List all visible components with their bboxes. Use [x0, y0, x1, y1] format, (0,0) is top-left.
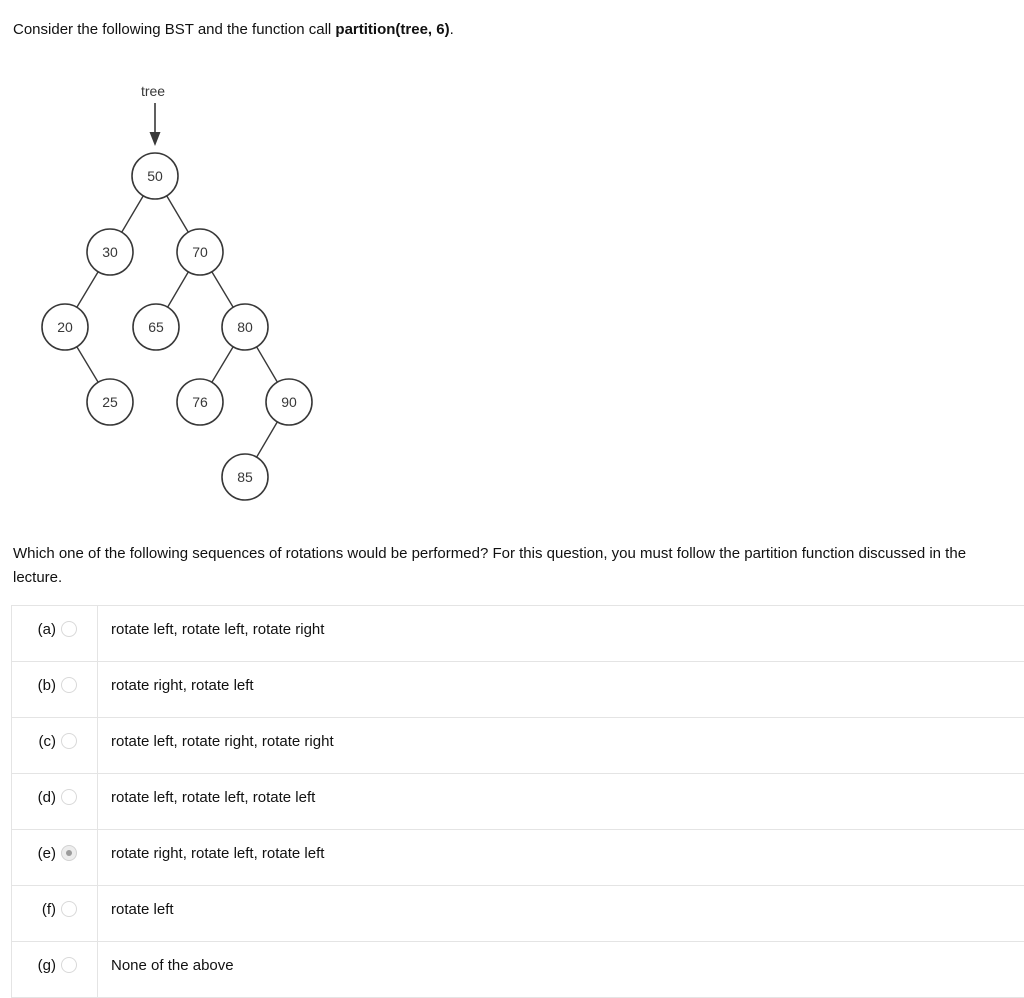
tree-node-50: 50 — [131, 152, 179, 200]
tree-node-value: 85 — [237, 469, 253, 485]
tree-pointer-arrowhead — [149, 132, 161, 146]
option-radio-a[interactable] — [61, 621, 77, 637]
tree-node-90: 90 — [265, 378, 313, 426]
option-radio-e[interactable] — [61, 845, 77, 861]
option-row-b[interactable]: (b) rotate right, rotate left — [11, 662, 1024, 718]
tree-node-circle — [221, 303, 269, 351]
option-radio-d[interactable] — [61, 789, 77, 805]
option-label-cell: (b) — [12, 662, 98, 717]
tree-node-circle — [41, 303, 89, 351]
options-table: (a) rotate left, rotate left, rotate righ… — [11, 605, 1024, 998]
tree-node-value: 80 — [237, 319, 253, 335]
tree-node-value: 90 — [281, 394, 297, 410]
tree-node-circle — [265, 378, 313, 426]
tree-node-value: 50 — [147, 168, 163, 184]
tree-node-value: 76 — [192, 394, 208, 410]
tree-node-circle — [176, 228, 224, 276]
tree-node-20: 20 — [41, 303, 89, 351]
function-call-bold: partition(tree, 6) — [335, 21, 450, 38]
option-text: rotate right, rotate left — [111, 676, 254, 694]
question-intro: Consider the following BST and the funct… — [0, 15, 1024, 40]
option-row-e[interactable]: (e) rotate right, rotate left, rotate lef… — [11, 830, 1024, 886]
tree-node-circle — [86, 228, 134, 276]
intro-period: . — [449, 21, 454, 38]
tree-node-value: 70 — [192, 244, 208, 260]
tree-pointer-label: tree — [141, 83, 165, 99]
option-row-c[interactable]: (c) rotate left, rotate right, rotate rig… — [11, 718, 1024, 774]
option-label: (b) — [37, 676, 56, 694]
option-row-f[interactable]: (f) rotate left — [11, 886, 1024, 942]
option-text-cell: rotate left — [98, 886, 1024, 941]
question-text: Which one of the following sequences of … — [13, 545, 967, 586]
option-text-cell: rotate right, rotate left, rotate left — [98, 830, 1024, 885]
tree-node-circle — [176, 378, 224, 426]
option-label-cell: (e) — [12, 830, 98, 885]
option-label: (e) — [37, 844, 56, 862]
option-label-cell: (c) — [12, 718, 98, 773]
tree-node-25: 25 — [86, 378, 134, 426]
option-text: rotate left, rotate left, rotate left — [111, 788, 316, 806]
tree-node-circle — [86, 378, 134, 426]
option-text: rotate left — [111, 900, 174, 918]
tree-node-65: 65 — [132, 303, 180, 351]
tree-node-80: 80 — [221, 303, 269, 351]
option-label-cell: (f) — [12, 886, 98, 941]
option-text: None of the above — [111, 956, 234, 974]
option-text: rotate right, rotate left, rotate left — [111, 844, 325, 862]
tree-node-value: 20 — [57, 319, 73, 335]
option-text: rotate left, rotate left, rotate right — [111, 620, 325, 638]
option-row-a[interactable]: (a) rotate left, rotate left, rotate righ… — [11, 606, 1024, 662]
tree-node-value: 65 — [148, 319, 164, 335]
option-label-cell: (g) — [12, 942, 98, 997]
option-label-cell: (d) — [12, 774, 98, 829]
option-text-cell: rotate left, rotate left, rotate left — [98, 774, 1024, 829]
option-label: (a) — [37, 620, 56, 638]
option-label: (g) — [37, 956, 56, 974]
tree-node-circle — [131, 152, 179, 200]
option-label: (d) — [37, 788, 56, 806]
tree-node-85: 85 — [221, 453, 269, 501]
option-label-cell: (a) — [12, 606, 98, 661]
option-row-g[interactable]: (g) None of the above — [11, 942, 1024, 998]
option-text-cell: rotate right, rotate left — [98, 662, 1024, 717]
intro-text: Consider the following BST and the funct… — [13, 21, 336, 38]
option-radio-g[interactable] — [61, 957, 77, 973]
option-text-cell: rotate left, rotate left, rotate right — [98, 606, 1024, 661]
option-label: (c) — [38, 732, 57, 750]
option-row-d[interactable]: (d) rotate left, rotate left, rotate left — [11, 774, 1024, 830]
option-label: (f) — [41, 900, 56, 918]
tree-node-76: 76 — [176, 378, 224, 426]
option-radio-b[interactable] — [61, 677, 77, 693]
tree-node-70: 70 — [176, 228, 224, 276]
tree-node-30: 30 — [86, 228, 134, 276]
option-radio-f[interactable] — [61, 901, 77, 917]
option-text-cell: rotate left, rotate right, rotate right — [98, 718, 1024, 773]
tree-node-value: 25 — [102, 394, 118, 410]
tree-node-circle — [221, 453, 269, 501]
bst-diagram: tree 50 30 70 20 65 80 25 76 90 85 — [41, 83, 313, 501]
option-text-cell: None of the above — [98, 942, 1024, 997]
option-radio-c[interactable] — [61, 733, 77, 749]
option-text: rotate left, rotate right, rotate right — [111, 732, 334, 750]
quiz-question-page: { "title": { "prefix": "Consider the fol… — [0, 15, 1024, 998]
tree-node-circle — [132, 303, 180, 351]
tree-node-value: 30 — [102, 244, 118, 260]
